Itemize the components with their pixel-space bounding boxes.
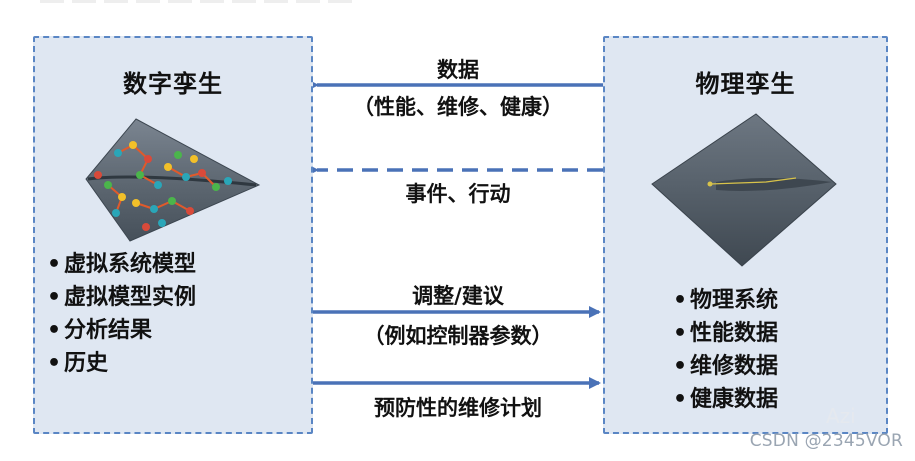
digital-twin-panel: 数字孪生	[33, 36, 313, 434]
digital-twin-title: 数字孪生	[123, 70, 223, 98]
digital-twin-aircraft-model	[85, 118, 261, 242]
list-item: •性能数据	[672, 321, 779, 346]
list-item: •维修数据	[672, 354, 779, 379]
watermark: Azi	[826, 404, 856, 428]
list-item: •历史	[46, 351, 109, 376]
data-label: 数据	[437, 58, 479, 82]
maintenance-label: 预防性的维修计划	[374, 396, 542, 420]
list-item: •虚拟模型实例	[46, 285, 197, 310]
cropped-heading-fragment	[40, 0, 400, 8]
digital-twin-list: •虚拟系统模型 •虚拟模型实例 •分析结果 •历史	[44, 248, 196, 380]
adjust-label: 调整/建议	[412, 284, 504, 308]
events-label: 事件、行动	[405, 182, 511, 206]
source-credit: CSDN @2345VOR	[749, 431, 903, 451]
physical-aircraft-photo	[651, 113, 837, 267]
physical-twin-list: •物理系统 •性能数据 •维修数据 •健康数据	[670, 284, 778, 416]
list-item: •虚拟系统模型	[46, 252, 197, 277]
data-sublabel: （性能、维修、健康）	[353, 95, 563, 119]
exchange-arrows	[313, 79, 603, 389]
physical-twin-title: 物理孪生	[695, 70, 796, 98]
list-item: •健康数据	[672, 387, 779, 412]
list-item: •分析结果	[46, 318, 153, 343]
list-item: •物理系统	[672, 288, 779, 313]
adjust-sublabel: （例如控制器参数）	[363, 324, 553, 348]
